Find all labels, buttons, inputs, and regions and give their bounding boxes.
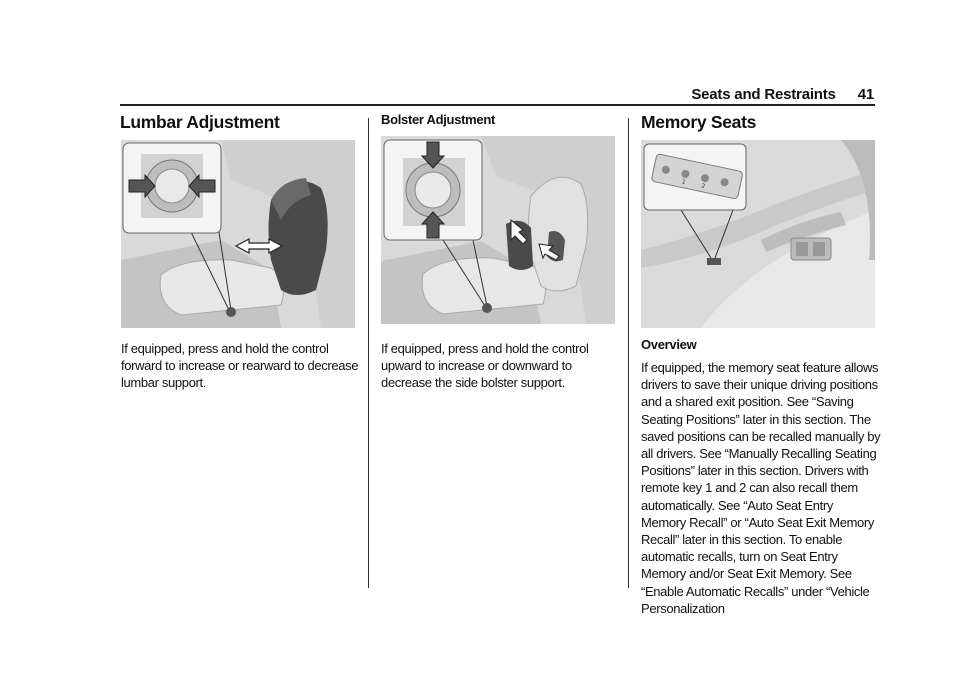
column-divider [628, 118, 629, 588]
bolster-control-illustration [381, 136, 615, 324]
bolster-adjustment-figure [381, 136, 615, 324]
section-heading-lumbar: Lumbar Adjustment [120, 112, 280, 132]
memory-button-1-label: 1 [681, 178, 686, 186]
lumbar-control-illustration [121, 140, 355, 328]
bolster-paragraph: If equipped, press and hold the control … [381, 341, 589, 391]
lumbar-paragraph: If equipped, press and hold the control … [121, 341, 359, 391]
section-title: Seats and Restraints [691, 85, 836, 103]
running-header: Seats and Restraints 41 [600, 84, 874, 104]
column-divider [368, 118, 369, 588]
memory-button-2-label: 2 [701, 183, 706, 191]
overview-subheading: Overview [641, 337, 697, 352]
memory-seats-figure: 1 2 [641, 140, 875, 328]
page-number: 41 [857, 85, 875, 103]
section-heading-memory: Memory Seats [641, 112, 757, 132]
section-heading-bolster: Bolster Adjustment [381, 112, 496, 127]
memory-seat-buttons-illustration: 1 2 [641, 140, 875, 328]
memory-seats-paragraph: If equipped, the memory seat feature all… [641, 360, 881, 616]
header-rule [120, 104, 875, 106]
lumbar-adjustment-figure [121, 140, 355, 328]
